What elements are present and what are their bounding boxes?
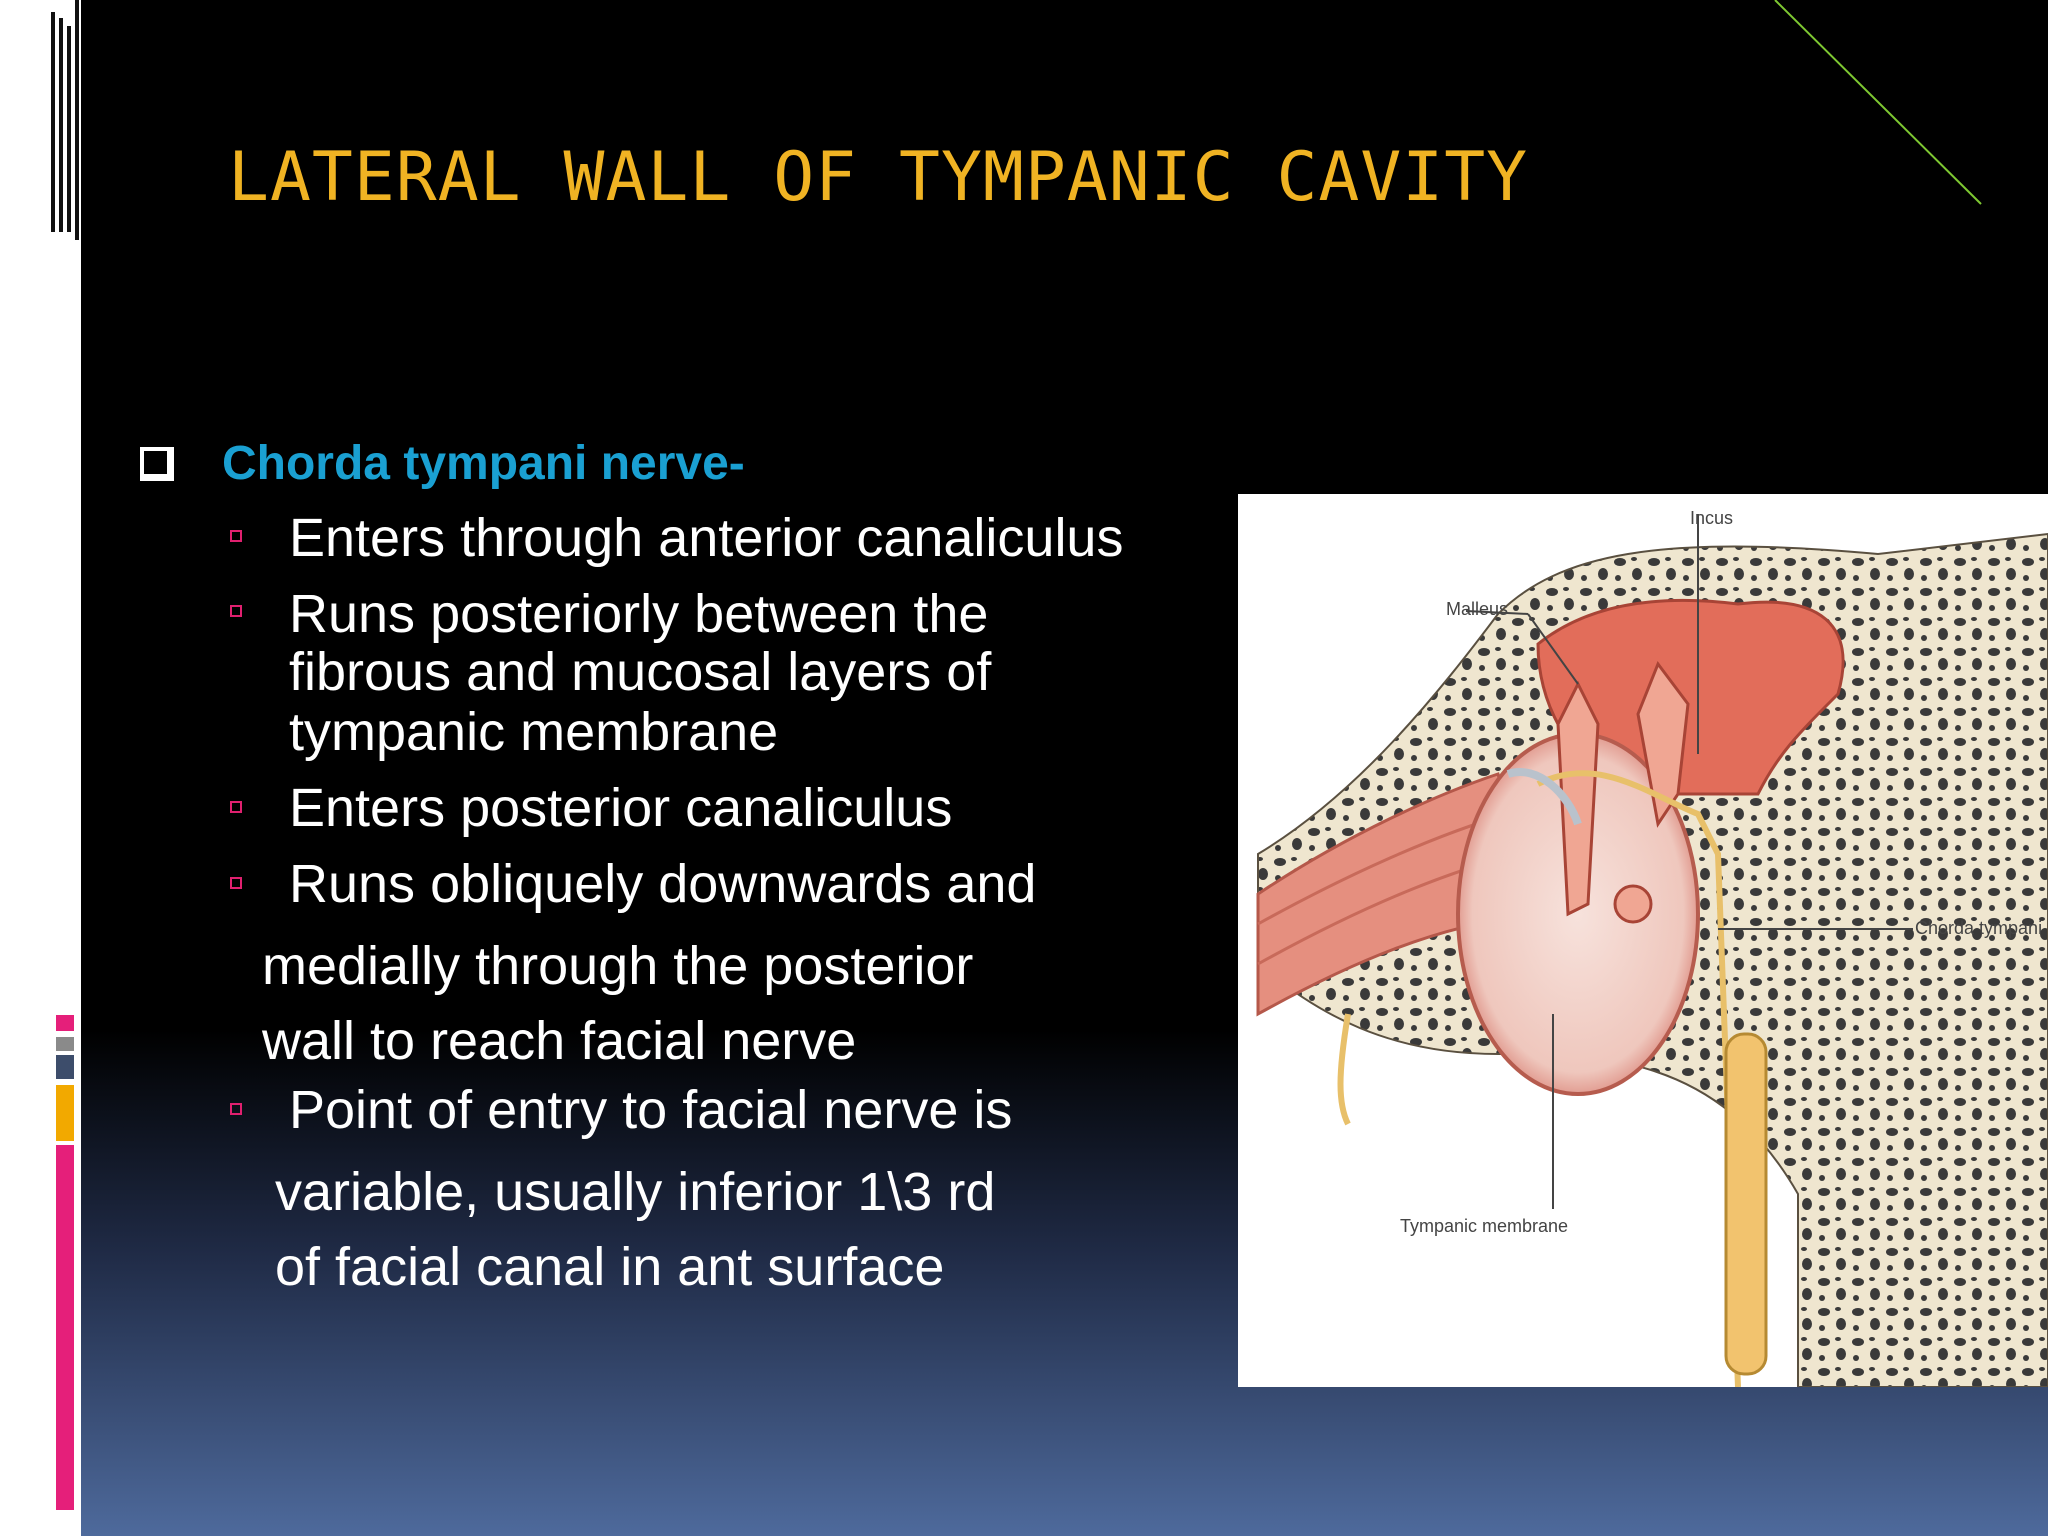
slide-title: LATERAL WALL OF TYMPANIC CAVITY xyxy=(228,138,1529,217)
bullet-line: variable, usually inferior 1\3 rd xyxy=(275,1162,996,1222)
label-chorda-tympani: Chorda tympani xyxy=(1915,918,2043,938)
decorative-color-bars xyxy=(56,1015,76,1510)
bullet-line: Enters through anterior canaliculus xyxy=(289,508,1124,568)
bullet-item-continued: variable, usually inferior 1\3 rd of fac… xyxy=(275,1155,995,1305)
square-bullet-icon xyxy=(230,530,242,542)
bullet-line: Enters posterior canaliculus xyxy=(289,778,953,838)
decorative-bar-stack xyxy=(49,0,79,240)
bullet-item: Enters through anterior canaliculus xyxy=(289,508,1123,568)
bullet-item-continued: medially through the posterior wall to r… xyxy=(262,929,973,1079)
ear-anatomy-figure: Incus Malleus Chorda tympani Tympanic me… xyxy=(1238,494,2048,1387)
bullet-line: Runs obliquely downwards and xyxy=(289,854,1037,914)
bullet-item: Enters posterior canaliculus xyxy=(289,778,952,838)
bullet-item: Runs obliquely downwards and xyxy=(289,854,1036,914)
label-malleus: Malleus xyxy=(1446,599,1509,619)
label-tympanic-membrane: Tympanic membrane xyxy=(1400,1216,1569,1236)
bullet-line: medially through the posterior xyxy=(262,936,974,996)
heading-text: Chorda tympani nerve- xyxy=(222,437,745,490)
bullet-line: tympanic membrane xyxy=(289,702,779,762)
bullet-line: Runs posteriorly between the xyxy=(289,584,989,644)
label-incus: Incus xyxy=(1690,508,1734,528)
checkbox-bullet-icon xyxy=(140,446,174,481)
bullet-line: fibrous and mucosal layers of xyxy=(289,642,992,702)
bullet-item: Runs posteriorly between the xyxy=(289,584,988,644)
bullet-item-continued: fibrous and mucosal layers of tympanic m… xyxy=(289,642,991,762)
ear-anatomy-illustration xyxy=(1256,514,2048,1387)
decorative-diagonal-line xyxy=(1774,0,1982,205)
bullet-item: Point of entry to facial nerve is xyxy=(289,1080,1012,1140)
bullet-line: of facial canal in ant surface xyxy=(275,1237,945,1297)
bullet-line: wall to reach facial nerve xyxy=(262,1011,857,1071)
heading-bullet: Chorda tympani nerve- xyxy=(140,436,745,491)
square-bullet-icon xyxy=(230,605,242,617)
square-bullet-icon xyxy=(230,801,242,813)
bullet-line: Point of entry to facial nerve is xyxy=(289,1080,1013,1140)
square-bullet-icon xyxy=(230,877,242,889)
square-bullet-icon xyxy=(230,1103,242,1115)
